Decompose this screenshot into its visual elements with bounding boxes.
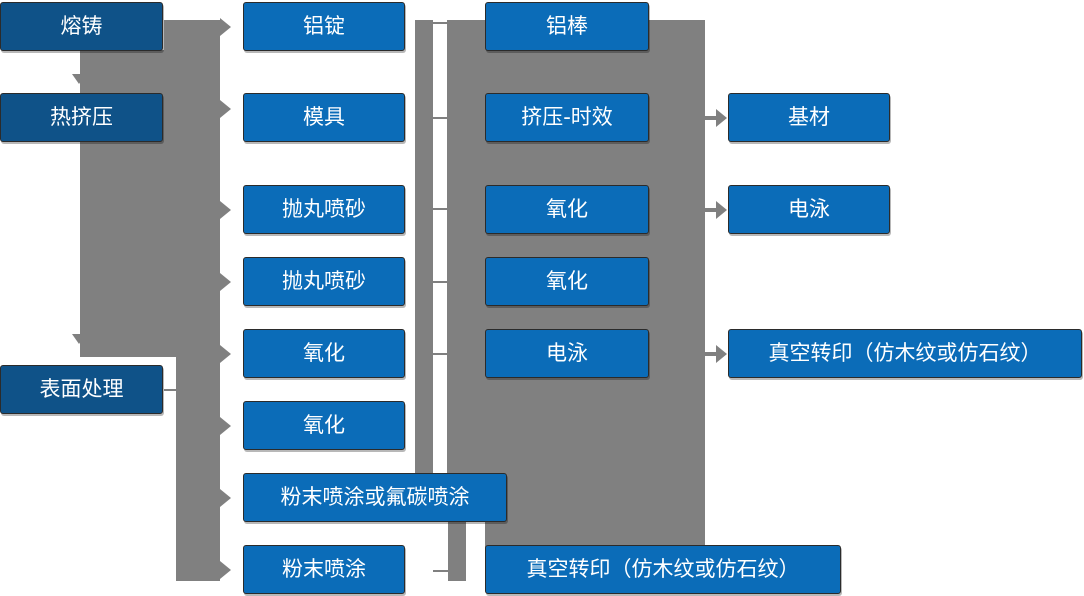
connector-surface-to-band bbox=[164, 389, 182, 391]
arrow-tip-material-8 bbox=[220, 561, 231, 579]
arrow-process-to-output-2 bbox=[705, 201, 727, 219]
material-label-5: 氧化 bbox=[303, 340, 345, 365]
rung-5 bbox=[433, 353, 448, 355]
stage-label-hot-extrusion: 热挤压 bbox=[50, 104, 113, 129]
material-label-4: 抛丸喷砂 bbox=[282, 268, 366, 293]
process-box-aluminum-rod[interactable]: 铝棒 bbox=[485, 2, 649, 51]
material-label-3: 抛丸喷砂 bbox=[282, 196, 366, 221]
process-label-6: 真空转印（仿木纹或仿石纹） bbox=[526, 556, 800, 581]
output-box-electrophoresis[interactable]: 电泳 bbox=[728, 185, 890, 234]
connector-rail-narrow-lower bbox=[448, 512, 466, 581]
process-box-oxidation-2[interactable]: 氧化 bbox=[485, 257, 649, 306]
process-label-3: 氧化 bbox=[546, 196, 588, 221]
material-label-6: 氧化 bbox=[303, 412, 345, 437]
arrow-tip-material-5 bbox=[220, 345, 231, 363]
output-box-vacuum-transfer-printing[interactable]: 真空转印（仿木纹或仿石纹） bbox=[728, 329, 1082, 378]
arrow-process-to-output-1 bbox=[705, 109, 727, 127]
process-label-5: 电泳 bbox=[546, 340, 588, 365]
arrow-down-extrude-to-surface bbox=[72, 334, 86, 344]
arrow-down-melt-to-extrude bbox=[72, 74, 86, 84]
output-label-1: 基材 bbox=[788, 104, 830, 129]
material-box-mold[interactable]: 模具 bbox=[243, 93, 405, 142]
output-label-2: 电泳 bbox=[788, 196, 830, 221]
rung-1 bbox=[433, 22, 448, 24]
rung-6 bbox=[433, 570, 448, 572]
stage-label-surface-treatment: 表面处理 bbox=[39, 376, 124, 401]
arrow-tip-material-7 bbox=[220, 489, 231, 507]
output-label-3: 真空转印（仿木纹或仿石纹） bbox=[768, 340, 1042, 365]
arrow-tip-material-1 bbox=[220, 18, 231, 36]
process-label-4: 氧化 bbox=[546, 268, 588, 293]
material-box-powder-or-fluorocarbon-coating[interactable]: 粉末喷涂或氟碳喷涂 bbox=[243, 473, 507, 522]
arrow-tip-material-2 bbox=[220, 100, 231, 118]
material-box-shot-blasting-2[interactable]: 抛丸喷砂 bbox=[243, 257, 405, 306]
material-box-oxidation-1[interactable]: 氧化 bbox=[243, 329, 405, 378]
arrow-tip-material-4 bbox=[220, 273, 231, 291]
arrow-tip-material-6 bbox=[220, 417, 231, 435]
rung-3 bbox=[433, 208, 448, 210]
process-label-1: 铝棒 bbox=[546, 13, 588, 38]
arrow-process-to-output-3 bbox=[705, 345, 727, 363]
process-box-vacuum-transfer-printing[interactable]: 真空转印（仿木纹或仿石纹） bbox=[485, 545, 841, 594]
rung-2 bbox=[433, 117, 448, 119]
arrow-tip-material-3 bbox=[220, 201, 231, 219]
process-box-oxidation-1[interactable]: 氧化 bbox=[485, 185, 649, 234]
stage-box-melting-casting[interactable]: 熔铸 bbox=[0, 2, 163, 51]
material-box-aluminum-ingot[interactable]: 铝锭 bbox=[243, 2, 405, 51]
material-box-shot-blasting-1[interactable]: 抛丸喷砂 bbox=[243, 185, 405, 234]
rung-4 bbox=[433, 281, 448, 283]
material-box-powder-coating[interactable]: 粉末喷涂 bbox=[243, 545, 405, 594]
stage-label-melting-casting: 熔铸 bbox=[60, 13, 103, 38]
process-box-electrophoresis[interactable]: 电泳 bbox=[485, 329, 649, 378]
process-label-2: 挤压-时效 bbox=[521, 104, 613, 129]
material-label-8: 粉末喷涂 bbox=[282, 556, 366, 581]
material-label-7: 粉末喷涂或氟碳喷涂 bbox=[280, 484, 470, 509]
stage-box-surface-treatment[interactable]: 表面处理 bbox=[0, 365, 163, 414]
stage-box-hot-extrusion[interactable]: 热挤压 bbox=[0, 93, 163, 142]
connector-rail-narrow-upper bbox=[415, 20, 433, 512]
material-box-oxidation-2[interactable]: 氧化 bbox=[243, 401, 405, 450]
connector-band-left-lower bbox=[176, 357, 220, 581]
material-label-2: 模具 bbox=[303, 104, 345, 129]
output-box-substrate[interactable]: 基材 bbox=[728, 93, 890, 142]
material-label-1: 铝锭 bbox=[303, 13, 345, 38]
connector-band-left-top bbox=[164, 20, 220, 50]
process-box-extrusion-aging[interactable]: 挤压-时效 bbox=[485, 93, 649, 142]
